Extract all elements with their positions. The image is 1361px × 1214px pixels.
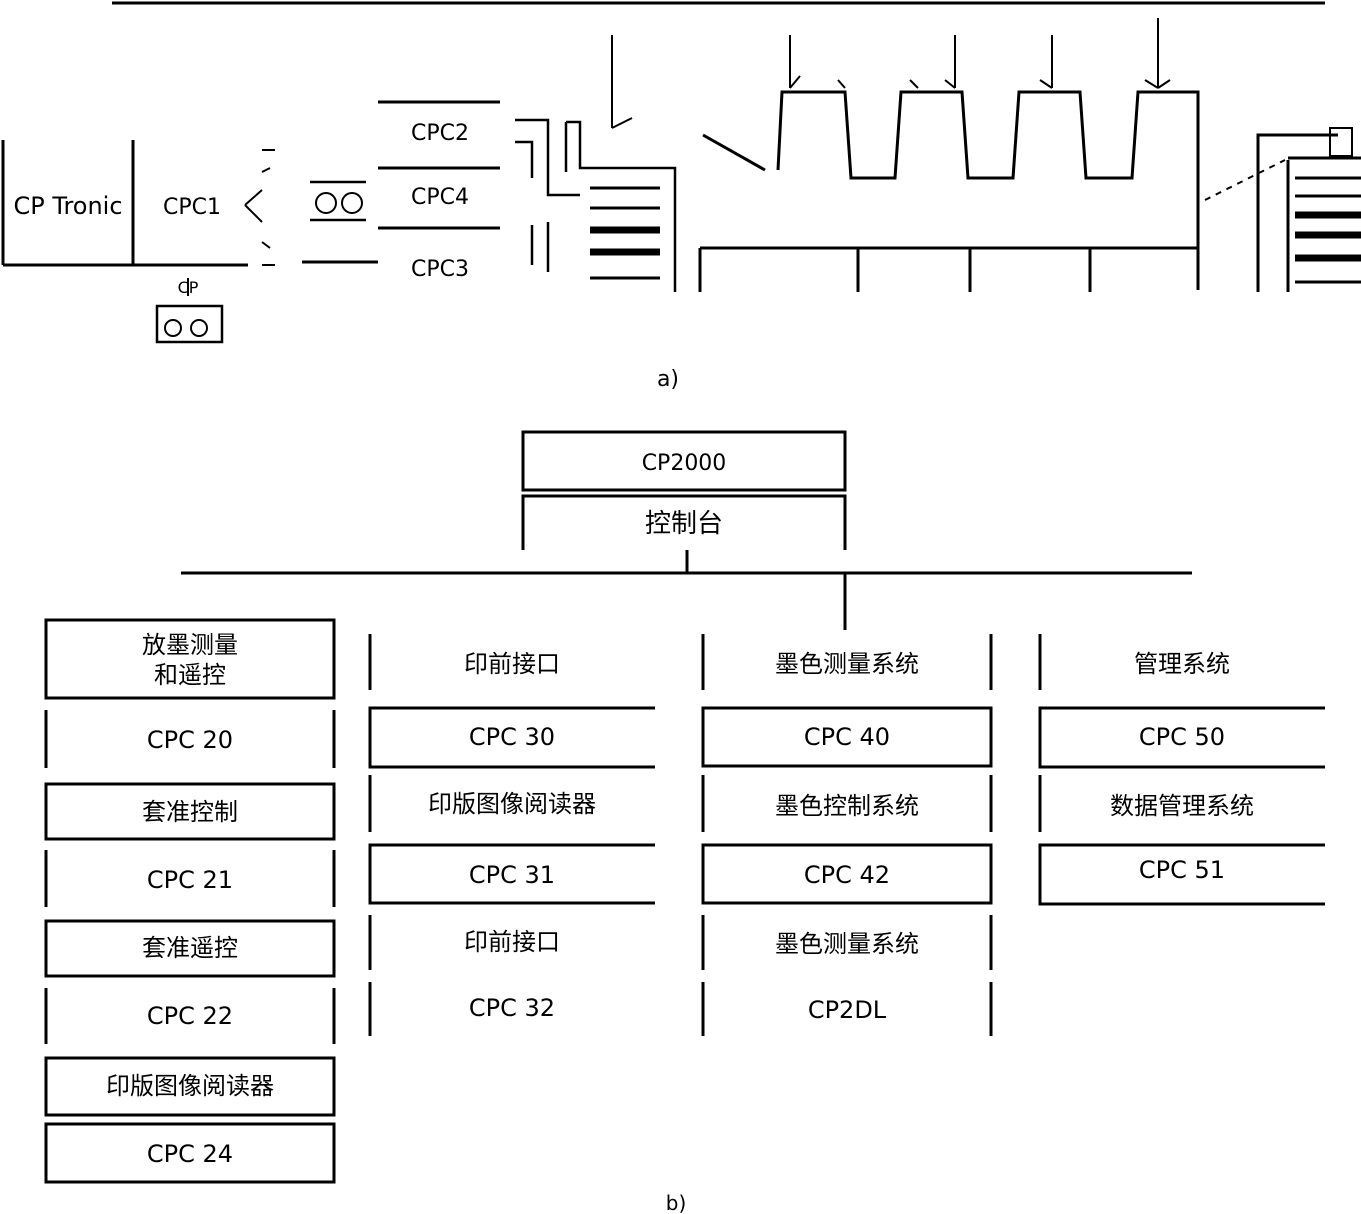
col1-box-4: [44, 919, 336, 978]
col1-label-6: 印版图像阅读器: [106, 1072, 274, 1100]
col1-label-1: CPC 20: [147, 726, 233, 754]
col4-box-3: [1038, 843, 1325, 906]
col4-label-3: CPC 51: [1139, 856, 1225, 884]
col2-box-1: [368, 706, 655, 769]
feeder-pile: [590, 186, 660, 280]
press-base: [698, 246, 1198, 292]
col1-label-5: CPC 22: [147, 1002, 233, 1030]
cp2000-label: CP2000: [642, 451, 727, 476]
col4-label-2: 数据管理系统: [1110, 792, 1254, 820]
col3-label-4: 墨色测量系统: [775, 930, 919, 958]
col1-box-6: [44, 1056, 336, 1117]
label-cp-tronic: CP Tronic: [13, 192, 122, 220]
col4-label-1: CPC 50: [1139, 723, 1225, 751]
label-cpc-3: CPC3: [411, 257, 469, 282]
col1-label-3: CPC 21: [147, 866, 233, 894]
col2-label-2: 印版图像阅读器: [428, 790, 596, 818]
col2-label-3: CPC 31: [469, 861, 555, 889]
console-box: [521, 494, 847, 550]
label-cpc-2: CPC2: [411, 121, 469, 146]
col1-label-0-line-1: 和遥控: [154, 661, 226, 689]
col2-label-4: 印前接口: [464, 928, 560, 956]
col2-label-1: CPC 30: [469, 723, 555, 751]
delivery-dashes: [1204, 159, 1286, 201]
col1-box-7: [44, 1122, 336, 1184]
brace-connector: [244, 149, 275, 266]
col3-label-0: 墨色测量系统: [775, 650, 919, 678]
col2-label-5: CPC 32: [469, 994, 555, 1022]
inlet-slope: [702, 133, 766, 172]
console-label: 控制台: [645, 509, 723, 539]
col3-box-1: [701, 706, 993, 768]
label-cpc-left: CPC1: [163, 195, 221, 220]
caption-a: a): [657, 367, 679, 392]
printing-units-path: [776, 90, 1200, 290]
cp-small-device: [155, 278, 224, 344]
label-cpc-small: CP: [178, 278, 199, 297]
col3-box-3: [701, 843, 993, 905]
col3-label-3: CPC 42: [804, 861, 890, 889]
col3-label-5: CP2DL: [808, 996, 887, 1024]
caption-b: b): [666, 1191, 687, 1214]
col1-label-7: CPC 24: [147, 1140, 233, 1168]
feeder-arrow-tip: [611, 117, 633, 129]
col4-label-0: 管理系统: [1134, 650, 1230, 678]
printing-unit-arrows: [789, 18, 1171, 89]
col3-label-1: CPC 40: [804, 723, 890, 751]
col4-box-1: [1038, 706, 1325, 769]
label-cpc-4: CPC4: [411, 185, 469, 210]
col3-label-2: 墨色控制系统: [775, 792, 919, 820]
col1-box-0: [44, 618, 336, 700]
col1-label-4: 套准遥控: [142, 934, 238, 962]
cpc-stack: [378, 100, 500, 230]
stack-bracket: [515, 118, 677, 292]
cp2000-box: [521, 430, 847, 492]
col2-label-0: 印前接口: [464, 650, 560, 678]
col2-box-3: [368, 843, 655, 905]
delivery-unit: [1256, 127, 1361, 292]
col1-box-2: [44, 782, 336, 841]
cp-tronic-console: [1, 140, 248, 267]
tape-device: [310, 180, 366, 222]
col1-label-2: 套准控制: [142, 798, 238, 826]
col1-label-0-line-0: 放墨测量: [142, 631, 238, 659]
